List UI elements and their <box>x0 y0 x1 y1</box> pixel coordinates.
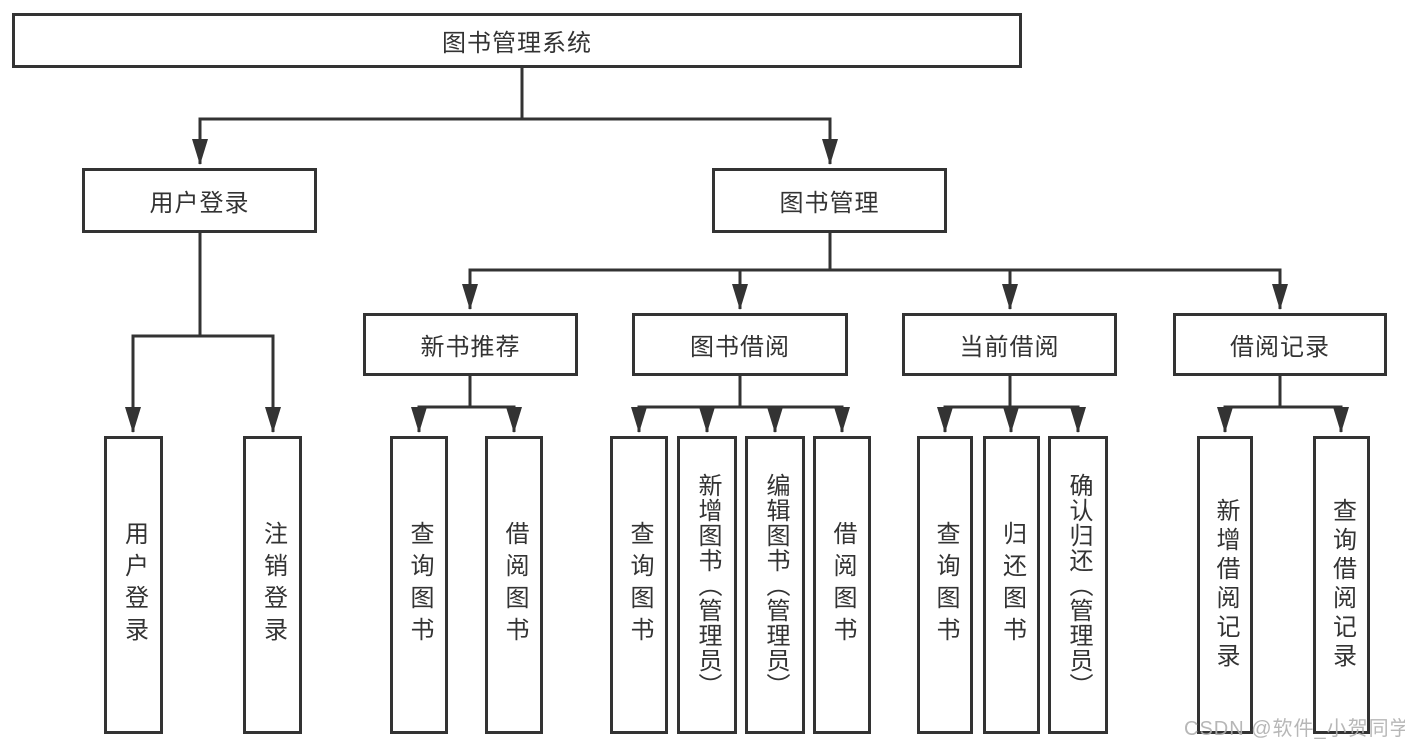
leaf-logout: 注销登录 <box>243 436 302 734</box>
node-label: 查询图书 <box>626 521 653 649</box>
node-label: 查询图书 <box>932 521 959 649</box>
leaf-return-books: 归还图书 <box>983 436 1040 734</box>
node-label: 新增借阅记录 <box>1212 498 1239 672</box>
leaf-add-borrow-record: 新增借阅记录 <box>1197 436 1253 734</box>
leaf-query-borrow-record: 查询借阅记录 <box>1313 436 1370 734</box>
node-label: 查询图书 <box>406 521 433 649</box>
node-label: 借阅图书 <box>829 521 856 649</box>
node-cat-new-book-recommend: 新书推荐 <box>363 313 578 376</box>
leaf-confirm-return-admin: 确认归还（管理员） <box>1048 436 1108 734</box>
node-book-management: 图书管理 <box>712 168 947 233</box>
node-label: 图书借阅 <box>690 334 790 361</box>
leaf-borrow-books: 借阅图书 <box>813 436 871 734</box>
node-user-login: 用户登录 <box>82 168 317 233</box>
leaf-borrow-books-recommend: 借阅图书 <box>485 436 543 734</box>
node-cat-current-borrow: 当前借阅 <box>902 313 1117 376</box>
node-label: 注销登录 <box>259 521 287 649</box>
leaf-query-books-borrow: 查询图书 <box>610 436 668 734</box>
node-label: 查询借阅记录 <box>1328 498 1356 672</box>
leaf-query-books-recommend: 查询图书 <box>390 436 448 734</box>
node-label: 编辑图书（管理员） <box>762 472 789 698</box>
node-cat-borrow-records: 借阅记录 <box>1173 313 1387 376</box>
leaf-edit-book-admin: 编辑图书（管理员） <box>745 436 805 734</box>
csdn-watermark: CSDN @软件_小贺同学 <box>1184 718 1405 740</box>
node-label: 归还图书 <box>998 521 1026 649</box>
node-label: 图书管理系统 <box>442 30 592 57</box>
node-label: 新增图书（管理员） <box>694 472 721 698</box>
node-label: 借阅记录 <box>1230 334 1330 361</box>
node-label: 用户登录 <box>149 190 250 217</box>
node-cat-book-borrow: 图书借阅 <box>632 313 848 376</box>
node-label: 用户登录 <box>120 521 148 649</box>
node-label: 新书推荐 <box>420 334 521 361</box>
node-root: 图书管理系统 <box>12 13 1022 68</box>
leaf-add-book-admin: 新增图书（管理员） <box>677 436 737 734</box>
node-label: 借阅图书 <box>501 521 528 649</box>
leaf-query-books-current: 查询图书 <box>917 436 973 734</box>
node-label: 确认归还（管理员） <box>1065 472 1092 698</box>
leaf-user-login: 用户登录 <box>104 436 163 734</box>
node-label: 当前借阅 <box>959 334 1060 361</box>
node-label: 图书管理 <box>779 190 880 217</box>
